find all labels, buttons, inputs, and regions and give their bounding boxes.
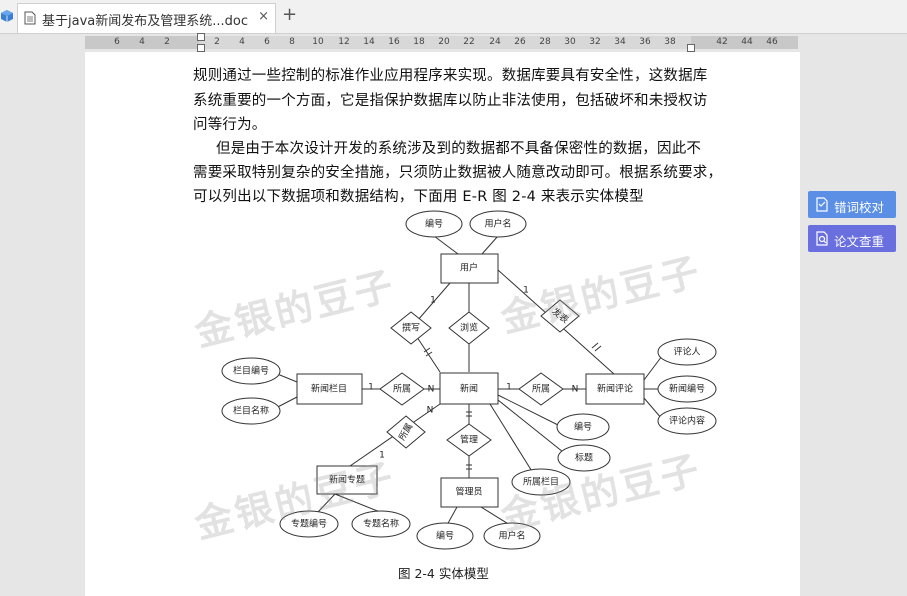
paragraph-line: 系统重要的一个方面，它是指保护数据库以防止非法使用，包括破坏和未授权访 [193, 93, 708, 109]
ruler-text-area [199, 36, 691, 49]
right-indent-marker[interactable] [687, 44, 695, 52]
ruler-number: 20 [438, 37, 450, 47]
left-indent-marker[interactable] [197, 44, 205, 52]
proofread-label: 错词校对 [834, 200, 885, 215]
ruler-number: 16 [388, 37, 400, 47]
ruler-number: 12 [338, 37, 350, 47]
thesis-check-label: 论文查重 [834, 234, 885, 249]
document-icon [24, 11, 36, 25]
ruler-number: 30 [564, 37, 576, 47]
paragraph-line: 但是由于本次设计开发的系统涉及到的数据都不具备保密性的数据，因此不 [216, 141, 702, 157]
first-line-indent-marker[interactable] [197, 33, 205, 41]
horizontal-ruler[interactable]: 6 4 2 2 4 6 8 10 12 14 16 18 20 22 24 26… [85, 33, 798, 52]
ruler-number: 2 [214, 37, 220, 47]
ruler-number: 36 [639, 37, 651, 47]
ruler-number: 44 [741, 37, 753, 47]
ruler-number: 18 [413, 37, 425, 47]
ruler-number: 32 [589, 37, 601, 47]
ruler-number: 38 [664, 37, 676, 47]
ruler-number: 6 [264, 37, 270, 47]
ruler-number: 10 [312, 37, 324, 47]
figure-caption: 图 2-4 实体模型 [398, 566, 489, 581]
ruler-number: 34 [614, 37, 626, 47]
proofread-icon [816, 197, 828, 212]
paragraph-line: 问等行为。 [193, 117, 267, 133]
ruler-number: 22 [463, 37, 475, 47]
paragraph-line: 可以列出以下数据项和数据结构，下面用 E-R 图 2-4 来表示实体模型 [193, 189, 644, 205]
new-tab-button[interactable]: + [282, 4, 298, 25]
proofread-button[interactable]: 错词校对 [808, 191, 896, 218]
document-tab[interactable]: 基于java新闻发布及管理系统...doc × [17, 3, 276, 33]
paragraph-line: 需要采取特别复杂的安全措施，只须防止数据被人随意改动即可。根据系统要求， [193, 165, 723, 181]
thesis-check-icon [816, 231, 828, 246]
ruler-number: 46 [766, 37, 778, 47]
ruler-number: 4 [239, 37, 245, 47]
thesis-check-button[interactable]: 论文查重 [808, 225, 896, 252]
ruler-number: 2 [164, 37, 170, 47]
ruler-number: 4 [139, 37, 145, 47]
ruler-number: 8 [289, 37, 295, 47]
ruler-number: 14 [363, 37, 375, 47]
ruler-number: 6 [114, 37, 120, 47]
ruler-number: 28 [539, 37, 551, 47]
ruler-number: 42 [716, 37, 728, 47]
tab-bar: 基于java新闻发布及管理系统...doc × + [0, 0, 907, 34]
tab-title: 基于java新闻发布及管理系统...doc [42, 14, 248, 29]
close-tab-icon[interactable]: × [258, 9, 269, 24]
ruler-number: 24 [489, 37, 501, 47]
ruler-number: 26 [514, 37, 526, 47]
app-cube-icon[interactable] [0, 9, 14, 23]
paragraph-line: 规则通过一些控制的标准作业应用程序来实现。数据库要具有安全性，这数据库 [193, 68, 708, 84]
